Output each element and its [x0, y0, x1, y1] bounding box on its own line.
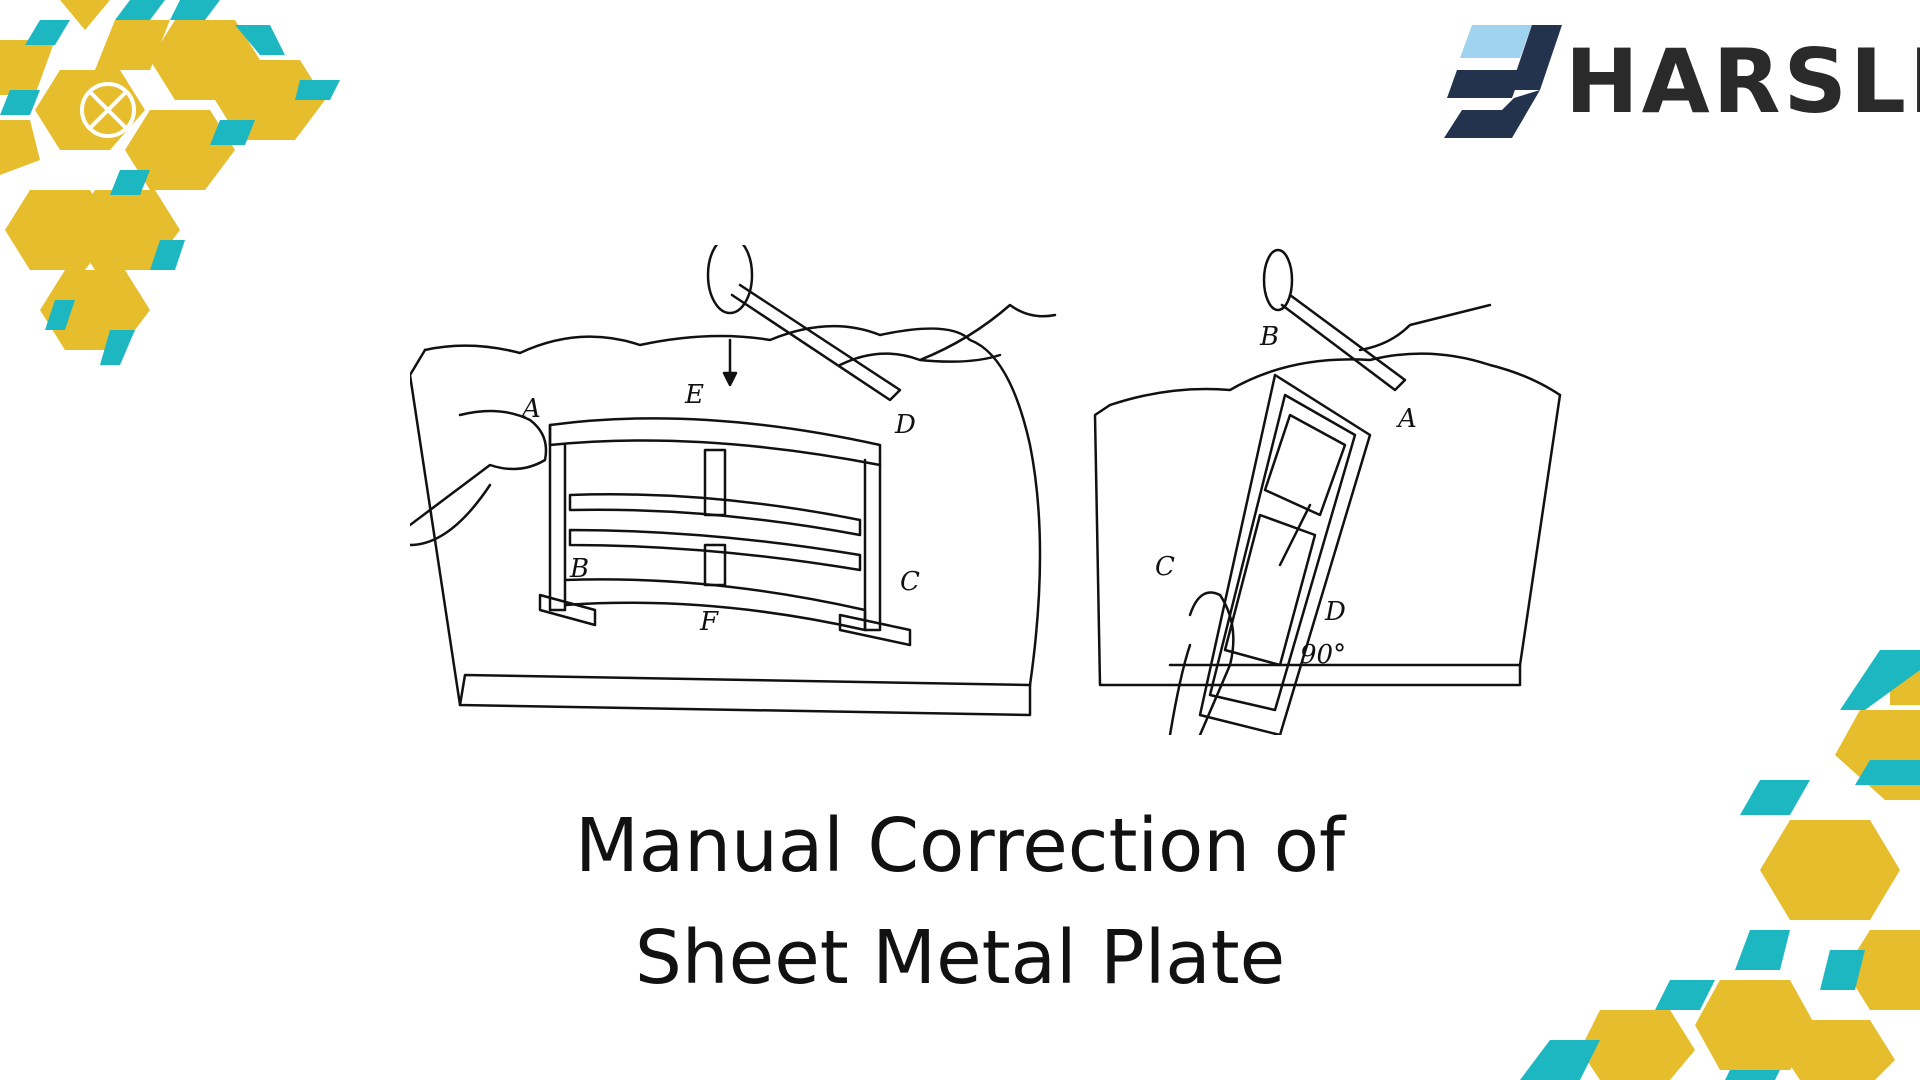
page-title: Manual Correction of Sheet Metal Plate	[360, 790, 1560, 1014]
label-right-a: A	[1396, 404, 1417, 434]
title-line-1: Manual Correction of	[574, 803, 1346, 889]
title-line-2: Sheet Metal Plate	[634, 915, 1286, 1001]
label-left-c: C	[900, 567, 920, 597]
label-right-b: B	[1259, 322, 1279, 352]
label-left-a: A	[520, 394, 541, 424]
label-right-angle: 90°	[1300, 640, 1346, 670]
label-left-d: D	[894, 410, 916, 440]
decorative-cube-pattern-bottom-right	[1520, 650, 1920, 1080]
label-left-f: F	[699, 607, 719, 637]
label-right-c: C	[1155, 552, 1175, 582]
sheet-metal-correction-illustration: A B C D E F A B C D 90°	[410, 245, 1562, 735]
label-left-b: B	[569, 554, 589, 584]
label-right-d: D	[1324, 597, 1346, 627]
harsle-logo-mark-icon	[1444, 25, 1562, 138]
harsle-logo[interactable]: HARSLE	[1432, 20, 1920, 144]
decorative-cube-pattern-top-left	[0, 0, 340, 365]
label-left-e: E	[684, 380, 704, 410]
harsle-logo-text: HARSLE	[1565, 30, 1920, 133]
